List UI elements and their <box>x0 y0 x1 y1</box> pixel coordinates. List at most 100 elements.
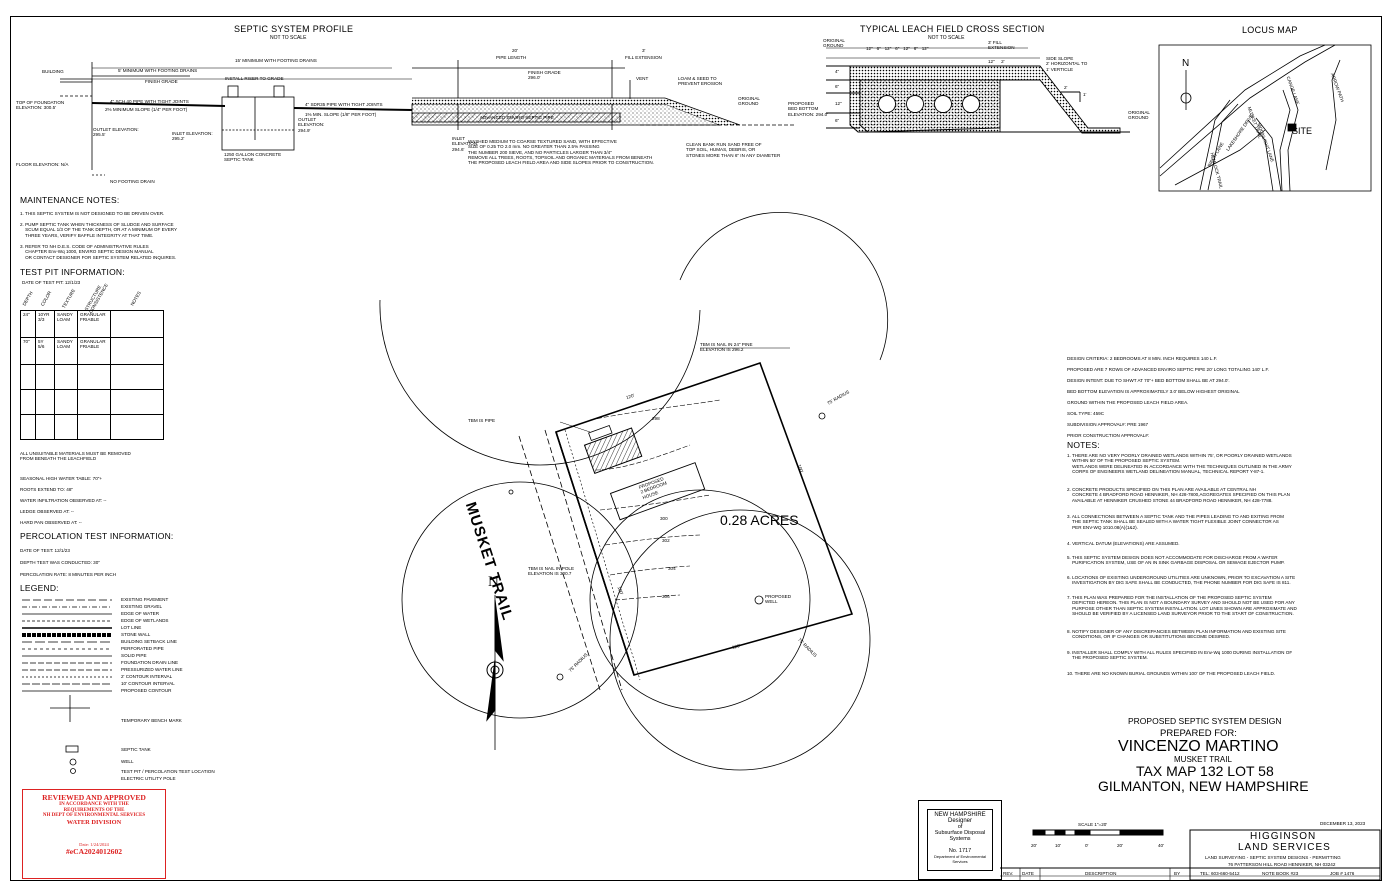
title-town: GILMANTON, NEW HAMPSHIRE <box>1098 778 1309 794</box>
table-cell <box>110 310 164 338</box>
cross-h6b: 6" <box>835 118 840 123</box>
legend-item: SOLID PIPE <box>121 653 147 658</box>
company-name-2: LAND SERVICES <box>1238 842 1331 853</box>
maintenance-item-3: 3. REFER TO NH D.E.S. CODE OF ADMINISTRA… <box>20 244 177 260</box>
company-tel: TEL: 603-660-5412 <box>1200 871 1240 876</box>
profile-pipe-sdr: 4" SDR35 PIPE WITH TIGHT JOINTS <box>305 102 383 107</box>
plan-tbm-pipe: TBM IS PIPE <box>468 418 496 423</box>
testpit-info-3: WATER INFILTRATION OBSERVED AT: -- <box>20 498 107 503</box>
perc-item-2: DEPTH TEST WAS CONDUCTED: 30" <box>20 560 100 565</box>
rev-header: BY <box>1174 871 1181 876</box>
maintenance-title: MAINTENANCE NOTES: <box>20 195 120 205</box>
table-cell <box>35 389 55 415</box>
testpit-date: DATE OF TEST PIT: 12/1/23 <box>22 280 81 285</box>
design-criteria-3: DESIGN INTENT: DUE TO SHWT AT 70"+ BED B… <box>1067 378 1230 383</box>
table-row <box>20 364 164 390</box>
cross-one: 1' <box>1083 92 1087 97</box>
table-cell <box>110 389 164 415</box>
table-cell: SANDY LOAM <box>54 310 78 338</box>
approval-stamp: REVIEWED AND APPROVED IN ACCORDANCE WITH… <box>22 789 166 879</box>
legend-item: 10' CONTOUR INTERVAL <box>121 681 175 686</box>
stamp-id: #eCA2024012602 <box>65 846 123 856</box>
design-criteria-4: BED BOTTOM ELEVATION IS APPROXIMATELY 3.… <box>1067 389 1240 394</box>
scale-tick: 0' <box>1085 843 1089 848</box>
table-cell <box>77 389 111 415</box>
title-tax: TAX MAP 132 LOT 58 <box>1136 763 1274 779</box>
testpit-info-2: ROOTS EXTEND TO: 48" <box>20 487 74 492</box>
profile-fill-b: FILL EXTENSION <box>625 55 662 60</box>
notebook: NOTE BOOK #23 <box>1262 871 1299 876</box>
legend-item: PRESSURIZED WATER LINE <box>121 667 183 672</box>
locus-site: SITE <box>1292 126 1313 136</box>
legend-item: EXISTING PAVEMENT <box>121 597 169 602</box>
testpit-footer: ALL UNSUITABLE MATERIALS MUST BE REMOVED… <box>20 451 131 462</box>
cross-fill-ext: 3' FILL EXTENSION <box>988 40 1015 51</box>
leach-cross-section-drawing <box>826 47 1130 134</box>
site-plan-drawing <box>379 211 889 771</box>
title-date: DECEMBER 13, 2023 <box>1320 821 1366 826</box>
company-address: 76 PATTERSON HILL ROAD HENNIKER, NH 0324… <box>1228 862 1336 867</box>
legend-item: EDGE OF WETLANDS <box>121 618 169 623</box>
notes-title: NOTES: <box>1067 440 1100 450</box>
profile-riser: INSTALL RISER TO GRADE <box>225 76 284 81</box>
cross-two: 2' <box>1064 85 1068 90</box>
profile-outlet2: OUTLET ELEVATION: 294.9' <box>298 117 325 133</box>
legend-item: EXISTING GRAVEL <box>121 604 163 609</box>
stamp-line2: IN ACCORDANCE WITH THE REQUIREMENTS OF T… <box>42 802 146 818</box>
legend-item: EDGE OF WATER <box>121 611 160 616</box>
table-row <box>20 414 164 440</box>
legend-item: STONE WALL <box>121 632 151 637</box>
designer-seal: NEW HAMPSHIRE Designer of Subsurface Dis… <box>918 800 1002 880</box>
profile-loam: LOAM & SEED TO PREVENT EROSION <box>678 76 723 87</box>
perc-item-3: PERCOLATION RATE: 8 MINUTES PER INCH <box>20 572 117 577</box>
profile-outlet1: OUTLET ELEVATION: 295.5' <box>93 127 139 138</box>
profile-pipe-len-a: 20' <box>512 48 518 53</box>
design-criteria-6: SOIL TYPE: 459C <box>1067 411 1105 416</box>
plan-contour-300: 300 <box>660 516 668 521</box>
table-cell: GRANULAR FRIABLE <box>77 310 111 338</box>
profile-min15: 15' MINIMUM WITH FOOTING DRAINS <box>235 58 317 63</box>
maintenance-item-1: 1. THIS SEPTIC SYSTEM IS NOT DESIGNED TO… <box>20 211 165 216</box>
note-6: 6. LOCATIONS OF EXISTING UNDERGROUND UTI… <box>1067 575 1296 586</box>
table-row: 24" 10YR 3/3 SANDY LOAM GRANULAR FRIABLE <box>20 310 164 338</box>
cross-title: TYPICAL LEACH FIELD CROSS SECTION <box>860 24 1045 34</box>
title-owner: VINCENZO MARTINO <box>1118 738 1279 755</box>
legend-item: BUILDING SETBACK LINE <box>121 639 177 644</box>
septic-profile-drawing <box>60 60 800 176</box>
testpit-info-5: HARD PAN OBSERVED AT: -- <box>20 520 82 525</box>
table-cell <box>110 364 164 390</box>
design-criteria-8: PRIOR CONSTRUCTION APPROVAL#: <box>1067 433 1150 438</box>
plan-north: N <box>488 574 499 590</box>
plan-acres: 0.28 ACRES <box>720 512 799 528</box>
table-cell <box>54 364 78 390</box>
locus-title: LOCUS MAP <box>1242 25 1298 35</box>
profile-top-foundation: TOP OF FOUNDATION ELEVATION: 300.5' <box>16 100 65 111</box>
cross-h6: 6" <box>835 84 840 89</box>
company-name-1: HIGGINSON <box>1250 831 1317 842</box>
table-cell <box>54 389 78 415</box>
scale-tick: 10' <box>1055 843 1061 848</box>
testpit-info-4: LEDGE OBSERVED AT: -- <box>20 509 74 514</box>
note-3: 3. ALL CONNECTIONS BETWEEN A SEPTIC TANK… <box>1067 514 1284 530</box>
profile-finish-grade: FINISH GRADE <box>145 79 178 84</box>
plan-tbm-pole: TBM IS NAIL IN POLE ELEVATION IS 300.7 <box>528 566 575 577</box>
table-cell: 10YR 3/3 <box>35 310 55 338</box>
table-cell <box>110 414 164 440</box>
note-9: 9. INSTALLER SHALL COMPLY WITH ALL RULES… <box>1067 650 1293 661</box>
table-cell: 24" <box>20 310 36 338</box>
cross-dims-top: 12" 6" 12" 6" 12" 6" 12" <box>866 46 929 51</box>
drawing-sheet <box>10 16 1382 881</box>
note-1: 1. THERE ARE NO VERY POORLY DRAINED WETL… <box>1067 453 1292 474</box>
profile-slope2: 1% MIN. SLOPE (1/8" PER FOOT) <box>305 112 377 117</box>
note-2: 2. CONCRETE PRODUCTS SPECIFIED ON THIS P… <box>1067 487 1290 503</box>
profile-slope1: 2% MINIMUM SLOPE (1/4" PER FOOT) <box>105 107 188 112</box>
legend-item: PROPOSED CONTOUR <box>121 688 172 693</box>
seal-line: of <box>957 824 963 830</box>
note-7: 7. THIS PLAN WAS PREPARED FOR THE INSTAL… <box>1067 595 1297 616</box>
table-cell: SANDY LOAM <box>54 337 78 365</box>
job-number: JOB # 1476 <box>1330 871 1355 876</box>
profile-orig: ORIGINAL GROUND <box>738 96 760 107</box>
table-cell <box>77 414 111 440</box>
testpit-title: TEST PIT INFORMATION: <box>20 267 125 277</box>
cross-dims-2: 12" 2' <box>988 59 1005 64</box>
